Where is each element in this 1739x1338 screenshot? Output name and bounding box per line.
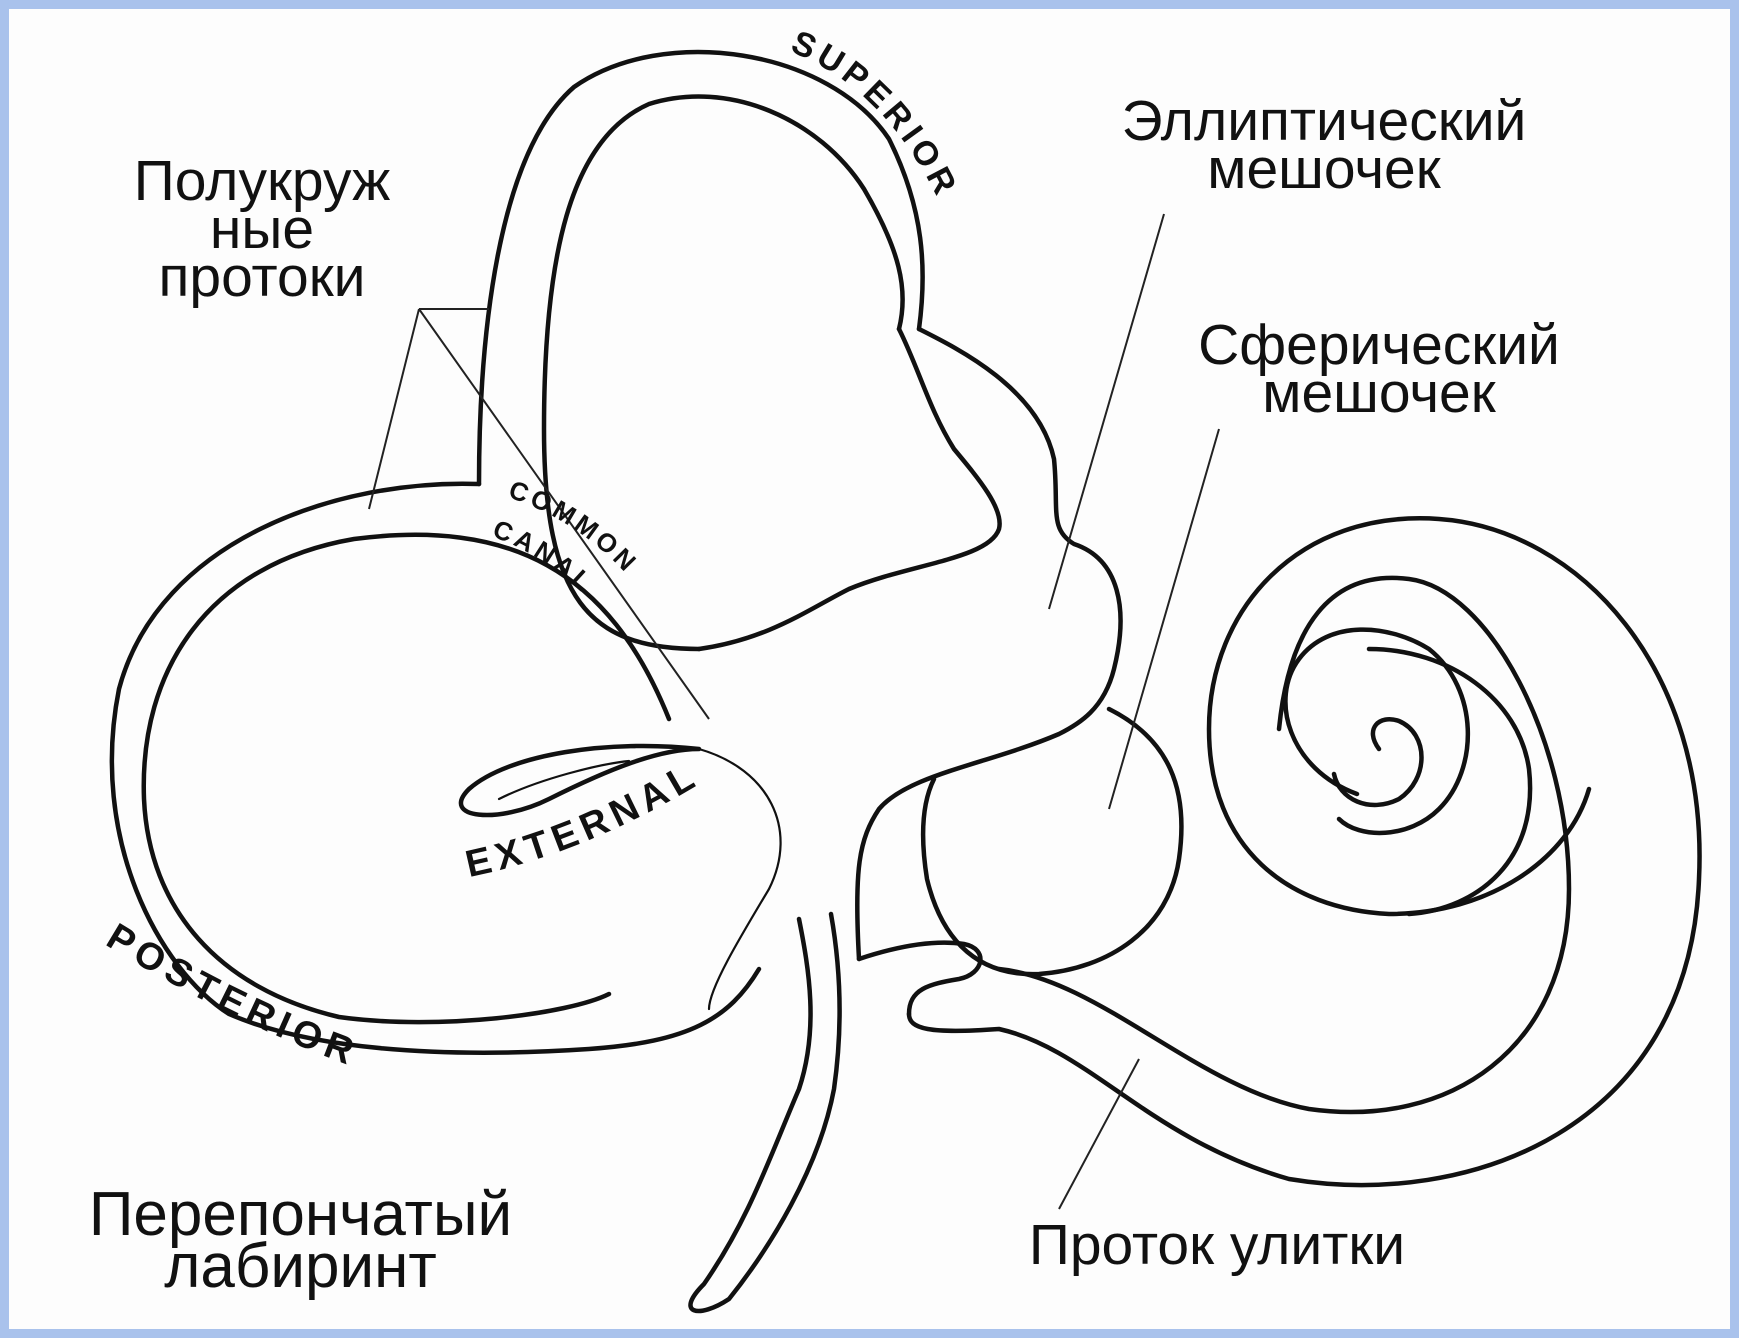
ductus-reuniens [859,943,980,1014]
utricle-lower-outline [699,329,1000,649]
diagram-frame: SUPERIOR COMMON CANAL EXTERNAL POSTERIOR… [9,9,1730,1329]
utricle-outline [857,329,1120,959]
external-label: EXTERNAL [462,754,707,886]
semicircular-ducts-label: Полукруж ные протоки [97,157,427,301]
cochlear-duct-label-text: Проток улитки [967,1221,1467,1269]
superior-canal-inner [544,97,903,649]
endolymphatic-duct [690,914,839,1311]
cochlear-duct-inner [999,578,1569,1112]
saccule-outline [923,709,1181,974]
main-title: Перепончатый лабиринт [13,1189,588,1293]
saccule-leader [1109,429,1219,809]
utricle-label: Эллиптический мешочек [1064,97,1584,193]
cochlear-duct-outer [909,518,1700,1185]
cochlear-duct-turn-2 [1369,649,1530,914]
saccule-label: Сферический мешочек [1149,321,1609,417]
posterior-label: POSTERIOR [99,916,364,1075]
semicircular-ducts-label-line3: протоки [97,253,427,301]
superior-label: SUPERIOR [786,23,966,204]
utricle-leader [1049,214,1164,609]
cochlear-duct-label: Проток улитки [967,1221,1467,1269]
cochlear-duct-leader [1059,1059,1139,1209]
cochlear-duct-turn-3 [1285,630,1467,833]
utricle-crus [699,749,781,1009]
